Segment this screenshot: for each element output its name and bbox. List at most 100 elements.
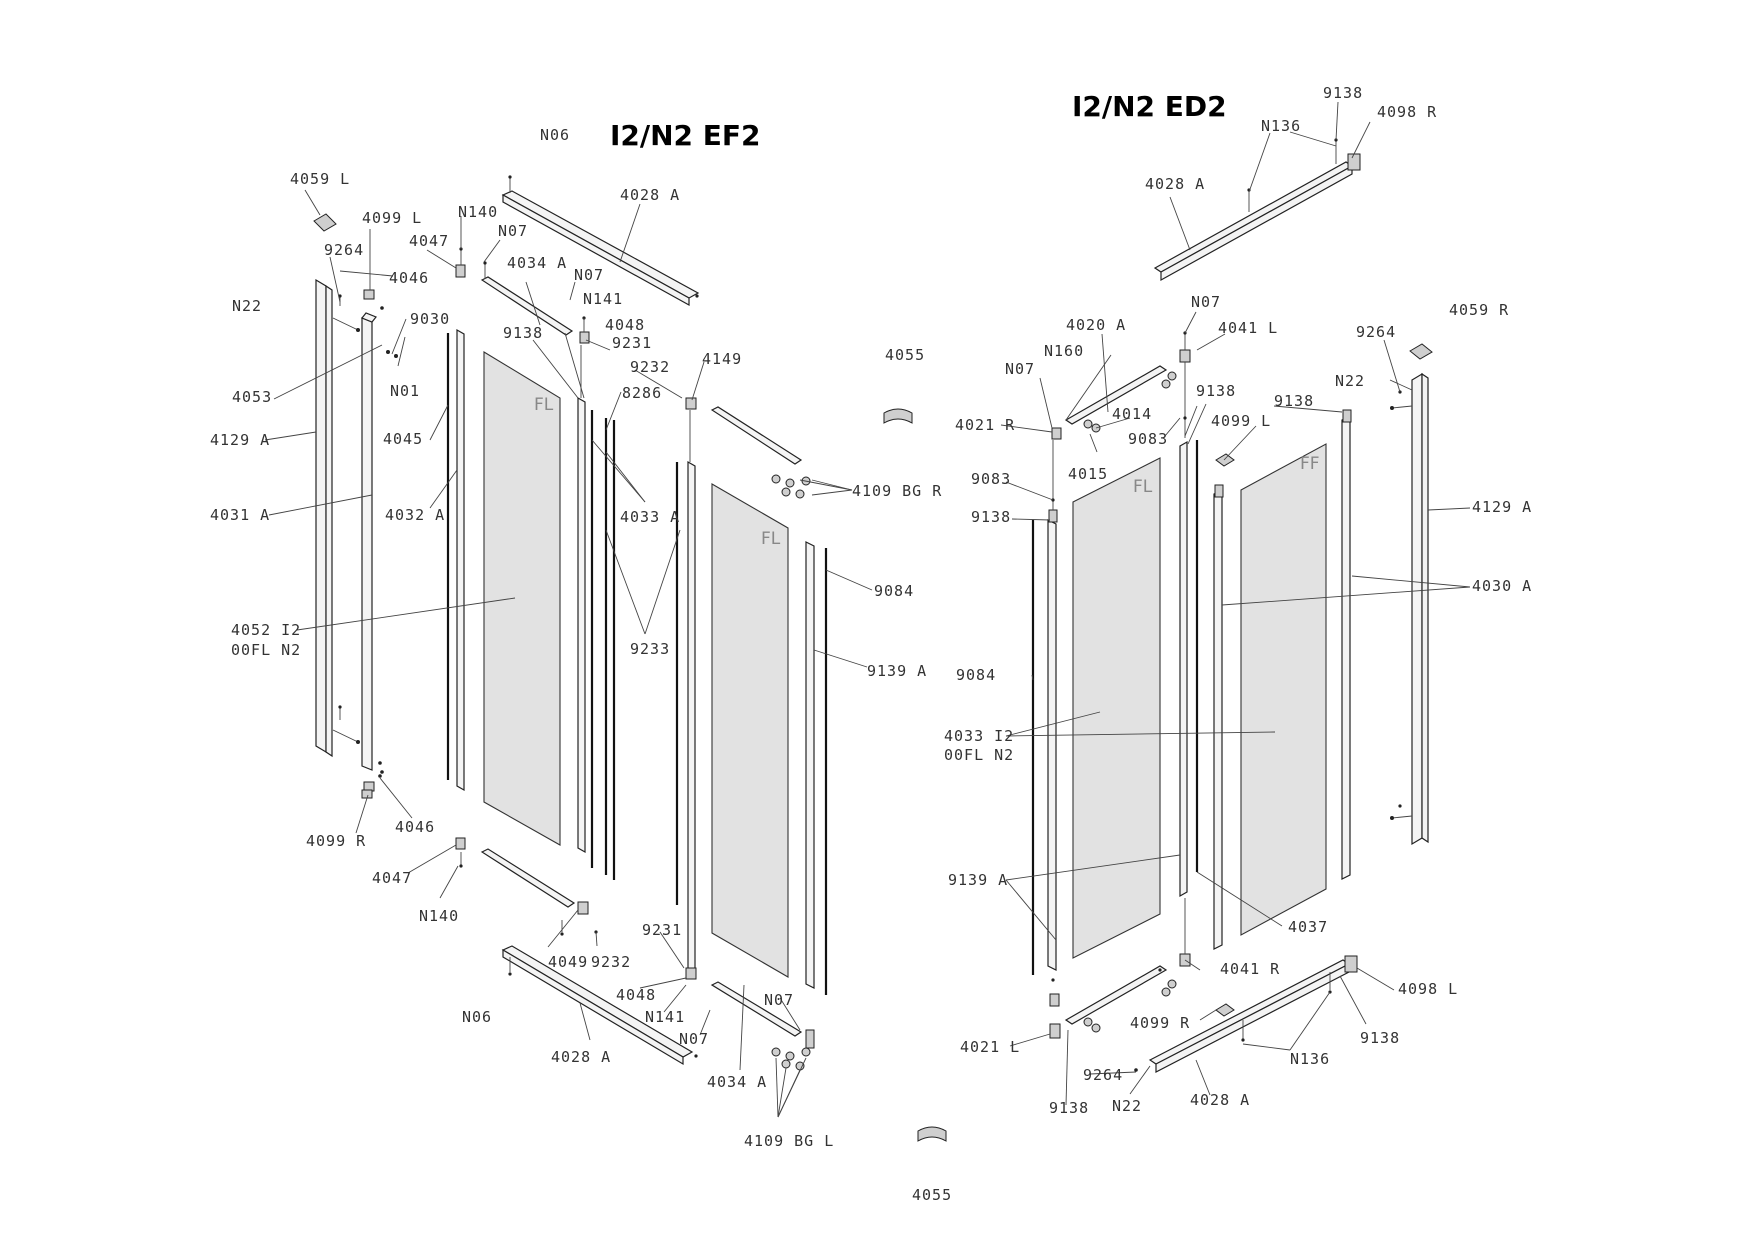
label-4041l: 4041 L bbox=[1218, 319, 1278, 337]
label-4020a: 4020 A bbox=[1066, 316, 1126, 334]
profile-4037-right bbox=[1179, 440, 1224, 950]
label-4052-line1: 4052 I2 bbox=[231, 621, 301, 639]
label-4099r: 4099 R bbox=[306, 832, 366, 850]
label-4048-bot: 4048 bbox=[616, 986, 656, 1004]
fixed-glass-right: FF bbox=[1240, 443, 1327, 936]
glass-label-fixed-left: FL bbox=[534, 395, 554, 415]
label-9083-a: 9083 bbox=[1128, 430, 1168, 448]
part-labels: N06 4059 L 4099 L N140 4028 A 4047 N07 9… bbox=[210, 84, 1532, 1204]
label-4034a-top: 4034 A bbox=[507, 254, 567, 272]
label-4015: 4015 bbox=[1068, 465, 1108, 483]
label-n07-c: N07 bbox=[764, 991, 794, 1009]
label-4109bgl: 4109 BG L bbox=[744, 1132, 834, 1150]
label-9139a-left: 9139 A bbox=[867, 662, 927, 680]
screws-wall-left bbox=[332, 294, 398, 774]
wall-profile-4129a-right bbox=[1390, 372, 1429, 846]
label-4041r: 4041 R bbox=[1220, 960, 1280, 978]
label-4045: 4045 bbox=[383, 430, 423, 448]
title-left-assembly: I2/N2 EF2 bbox=[610, 119, 761, 152]
label-4048-top: 4048 bbox=[605, 316, 645, 334]
label-4099l: 4099 L bbox=[362, 209, 422, 227]
label-4031a: 4031 A bbox=[210, 506, 270, 524]
label-9084-left: 9084 bbox=[874, 582, 914, 600]
label-4098r: 4098 R bbox=[1377, 103, 1437, 121]
label-4028a-top: 4028 A bbox=[620, 186, 680, 204]
label-4129a-left: 4129 A bbox=[210, 431, 270, 449]
label-9138: 9138 bbox=[503, 324, 543, 342]
strips-4045-4032a-left bbox=[446, 328, 465, 792]
label-4028a-bot: 4028 A bbox=[551, 1048, 611, 1066]
profile-4030a-right bbox=[1341, 409, 1352, 880]
label-9138-f-right: 9138 bbox=[1049, 1099, 1089, 1117]
profile-4031a-left bbox=[361, 289, 377, 792]
label-4149: 4149 bbox=[702, 350, 742, 368]
label-4037: 4037 bbox=[1288, 918, 1328, 936]
door-bottom-bar-right bbox=[1049, 965, 1177, 1039]
glass-label-door-left: FL bbox=[761, 529, 781, 549]
label-4030a: 4030 A bbox=[1472, 577, 1532, 595]
label-9138-b-right: 9138 bbox=[1196, 382, 1236, 400]
label-4099l-right: 4099 L bbox=[1211, 412, 1271, 430]
roller-bar-upper-left bbox=[710, 406, 811, 499]
door-glass-right: FL bbox=[1072, 457, 1161, 959]
label-8286: 8286 bbox=[622, 384, 662, 402]
label-9231-bot: 9231 bbox=[642, 921, 682, 939]
glass-label-fixed-right: FF bbox=[1300, 454, 1320, 474]
part-4055-top bbox=[883, 408, 913, 424]
label-4047-bot: 4047 bbox=[372, 869, 412, 887]
label-4033a: 4033 A bbox=[620, 508, 680, 526]
door-bottom-bar-left bbox=[480, 848, 598, 936]
label-4021l: 4021 L bbox=[960, 1038, 1020, 1056]
profile-4033a-left bbox=[577, 345, 616, 880]
top-rail-left bbox=[501, 175, 700, 307]
label-9264-top-right: 9264 bbox=[1356, 323, 1396, 341]
right-assembly: FL FF bbox=[1000, 101, 1471, 1106]
label-n07-d: N07 bbox=[679, 1030, 709, 1048]
door-top-bar-right bbox=[1051, 365, 1177, 440]
label-4053: 4053 bbox=[232, 388, 272, 406]
label-n136-top: N136 bbox=[1261, 117, 1301, 135]
label-4052-line2: 00FL N2 bbox=[231, 641, 301, 659]
label-9030: 9030 bbox=[410, 310, 450, 328]
hinge-top-right bbox=[1179, 331, 1191, 438]
label-4129a-right: 4129 A bbox=[1472, 498, 1532, 516]
label-4034a-bot: 4034 A bbox=[707, 1073, 767, 1091]
label-4059l: 4059 L bbox=[290, 170, 350, 188]
hinge-bottom-right bbox=[1179, 898, 1191, 967]
label-4021r: 4021 R bbox=[955, 416, 1015, 434]
title-right-assembly: I2/N2 ED2 bbox=[1072, 90, 1227, 123]
top-rail-right bbox=[1153, 138, 1361, 282]
label-4033-line2: 00FL N2 bbox=[944, 746, 1014, 764]
door-profiles-left bbox=[675, 397, 697, 977]
fixed-glass-left: FL bbox=[483, 351, 561, 846]
label-9264: 9264 bbox=[324, 241, 364, 259]
label-4098l: 4098 L bbox=[1398, 980, 1458, 998]
wall-profile-4129a-left bbox=[315, 278, 333, 758]
left-assembly: FL FL bbox=[264, 175, 873, 1118]
hinge-bottom-left bbox=[455, 837, 697, 980]
door-glass-left: FL bbox=[711, 483, 789, 978]
label-9138-d-right: 9138 bbox=[971, 508, 1011, 526]
part-4055-bottom bbox=[917, 1126, 947, 1142]
label-n06-top: N06 bbox=[540, 126, 570, 144]
label-n140-bot: N140 bbox=[419, 907, 459, 925]
label-n07-top-right: N07 bbox=[1191, 293, 1221, 311]
label-n22-top-right: N22 bbox=[1335, 372, 1365, 390]
label-9138-c-right: 9138 bbox=[1274, 392, 1314, 410]
glass-label-door-right: FL bbox=[1133, 477, 1153, 497]
roller-bar-lower-left bbox=[710, 981, 815, 1071]
label-n22-bot-right: N22 bbox=[1112, 1097, 1142, 1115]
profile-9139a-left bbox=[805, 541, 828, 995]
label-n160: N160 bbox=[1044, 342, 1084, 360]
label-9084-right: 9084 bbox=[956, 666, 996, 684]
bottom-rail-right bbox=[1134, 955, 1358, 1073]
side-profiles-right-left bbox=[1031, 440, 1060, 1007]
small-parts-right bbox=[1215, 343, 1433, 1017]
label-9138-top-right: 9138 bbox=[1323, 84, 1363, 102]
label-n06-bot: N06 bbox=[462, 1008, 492, 1026]
label-4047-top: 4047 bbox=[409, 232, 449, 250]
label-9231-top: 9231 bbox=[612, 334, 652, 352]
label-4046-top: 4046 bbox=[389, 269, 429, 287]
label-n141-bot: N141 bbox=[645, 1008, 685, 1026]
